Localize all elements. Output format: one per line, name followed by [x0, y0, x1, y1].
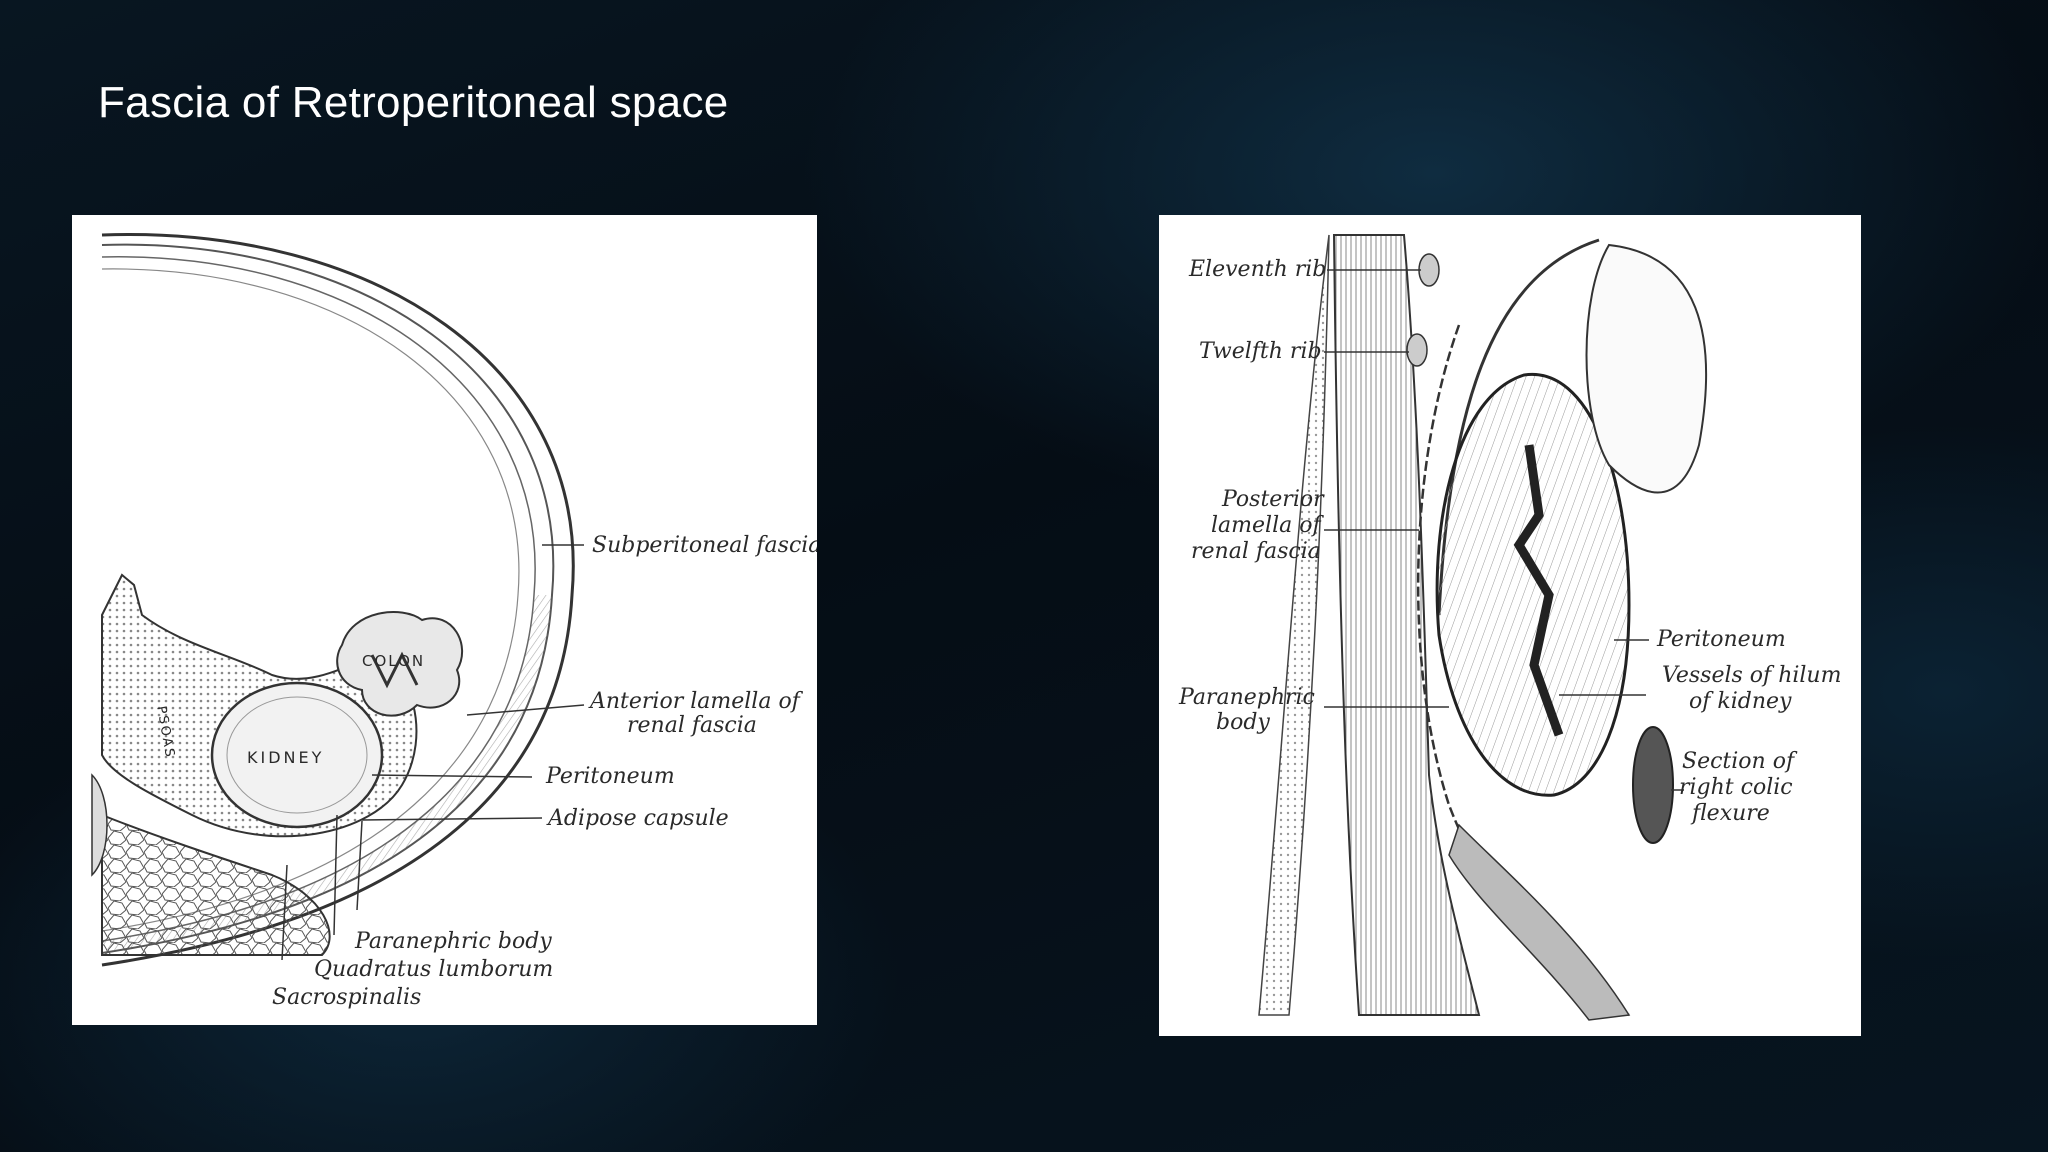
peritoneum-label-right: Peritoneum: [1657, 627, 1786, 652]
vessels-hilum-label-line1: Vessels of hilum: [1662, 663, 1842, 688]
colic-flexure-section: [1632, 726, 1674, 844]
kidney-organ-label: KIDNEY: [247, 748, 325, 767]
adipose-capsule-label: Adipose capsule: [548, 806, 729, 831]
subperitoneal-fascia-label: Subperitoneal fascia: [592, 533, 817, 558]
quadratus-lumborum-label: Quadratus lumborum: [314, 957, 554, 982]
anterior-lamella-label-line1: Anterior lamella of: [590, 689, 800, 714]
posterior-lamella-label-line3: renal fascia: [1191, 539, 1321, 564]
colic-flexure-label-line3: flexure: [1692, 801, 1770, 826]
paranephric-body-label-line2: body: [1216, 710, 1270, 735]
sacrospinalis-label: Sacrospinalis: [272, 985, 422, 1010]
slide-title: Fascia of Retroperitoneal space: [98, 78, 729, 127]
muscle-column-shape: [1332, 234, 1481, 1016]
sagittal-section-illustration: Eleventh rib Twelfth rib Posterior lamel…: [1159, 215, 1861, 1036]
eleventh-rib-section: [1418, 253, 1440, 287]
vessels-hilum-label-line2: of kidney: [1689, 689, 1792, 714]
colon-organ-label: COLON: [362, 652, 426, 670]
twelfth-rib-section: [1406, 333, 1428, 367]
colic-flexure-label-line1: Section of: [1682, 749, 1795, 774]
paranephric-body-label-line1: Paranephric: [1179, 685, 1315, 710]
anterior-lamella-label-line2: renal fascia: [627, 713, 757, 738]
posterior-lamella-label-line1: Posterior: [1222, 487, 1324, 512]
kidney-shape: [210, 681, 384, 829]
quadratus-muscle-shape: [101, 813, 331, 956]
twelfth-rib-label: Twelfth rib: [1199, 339, 1322, 364]
paranephric-body-label: Paranephric body: [355, 929, 552, 954]
transverse-section-drawing: [91, 233, 585, 967]
sagittal-section-drawing: [1258, 234, 1708, 1021]
posterior-lamella-label-line2: lamella of: [1211, 513, 1321, 538]
eleventh-rib-label: Eleventh rib: [1189, 257, 1327, 282]
colic-flexure-label-line2: right colic: [1679, 775, 1793, 800]
colon-shape: [336, 611, 463, 717]
transverse-section-illustration: COLON KIDNEY PSOAS Subperitoneal fascia …: [72, 215, 817, 1025]
peritoneum-label: Peritoneum: [546, 764, 675, 789]
kidney-sagittal-shape: [1435, 372, 1631, 797]
